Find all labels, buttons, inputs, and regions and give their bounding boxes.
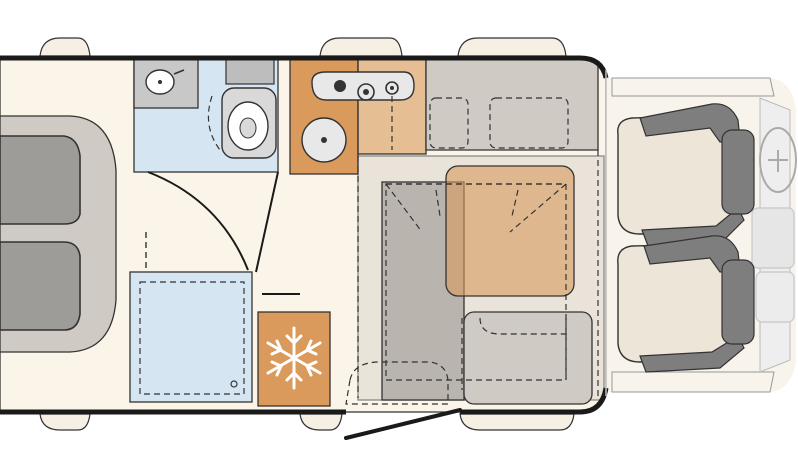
seat-outline: [461, 317, 570, 390]
blister-bottom-2: [299, 413, 343, 431]
shower-dashed: [139, 281, 245, 395]
rear-bed: [0, 115, 117, 353]
blister-bottom-3: [459, 413, 575, 431]
kitchen: [289, 58, 427, 175]
passenger-seat: [617, 235, 755, 373]
console-tray: [755, 271, 795, 323]
center-console: [751, 207, 795, 269]
bed-mattress-bottom: [0, 241, 81, 331]
dinette-cushion-top: [425, 58, 599, 151]
seat-arm-top: [639, 103, 741, 143]
dinette: [345, 58, 605, 405]
backrest-right: [489, 97, 569, 149]
backrest-left: [429, 97, 469, 149]
stove-icon: [311, 71, 415, 101]
cab-window-bottom: [611, 371, 775, 393]
snowflake-icon: [266, 326, 322, 390]
seat-back: [721, 259, 755, 345]
washroom: [133, 58, 279, 173]
blister-top-2: [319, 37, 403, 57]
bench-right: [463, 311, 593, 405]
blister-top-3: [457, 37, 567, 57]
shower-tray: [129, 271, 253, 403]
blister-top-1: [39, 37, 91, 57]
washroom-swing-line: [207, 95, 221, 151]
entry-step: [345, 361, 449, 405]
seat-back: [721, 129, 755, 215]
table-icon: [445, 165, 575, 297]
shower: [129, 271, 253, 403]
shower-drain-icon: [230, 380, 238, 388]
sink-icon: [301, 117, 347, 163]
body-wall-outline: [0, 55, 609, 415]
blister-bottom-1: [39, 413, 91, 431]
body-blisters: [39, 37, 575, 431]
bed-mattress-top: [0, 135, 81, 225]
door-icon: [147, 171, 249, 271]
bed-conversion-outline: [385, 183, 567, 381]
toilet-tank: [225, 58, 275, 85]
seat-arm-top: [643, 235, 741, 273]
fridge: [257, 311, 331, 407]
driver-seat: [617, 103, 755, 247]
door-icon: [344, 408, 462, 440]
toilet-icon: [221, 87, 277, 159]
cab-area: [606, 77, 797, 393]
seat-arm-bottom: [639, 335, 745, 373]
washroom-door: [147, 171, 279, 273]
sink-icon: [145, 69, 185, 95]
steering-wheel-icon: [759, 127, 797, 193]
